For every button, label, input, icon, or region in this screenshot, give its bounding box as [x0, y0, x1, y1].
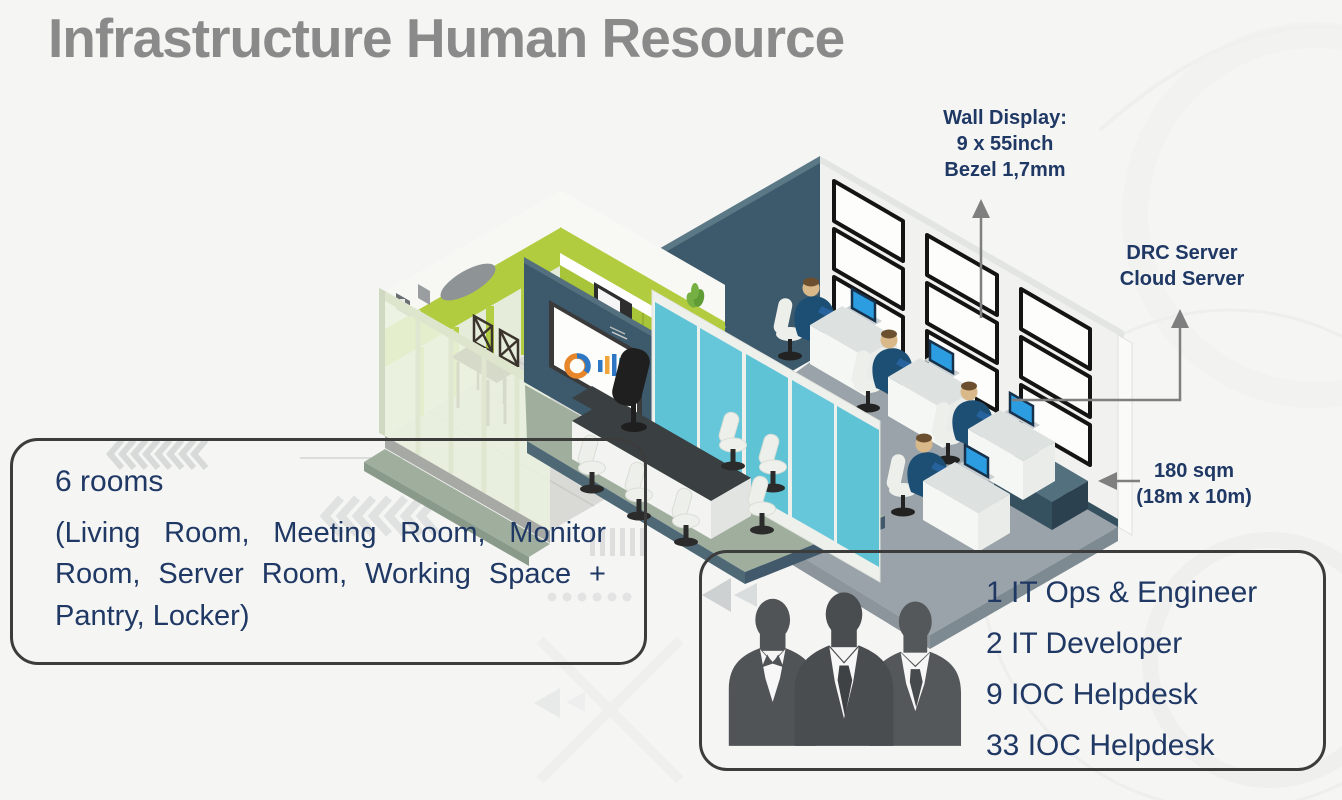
wall-display-callout: Wall Display: 9 x 55inch Bezel 1,7mm	[905, 105, 1105, 183]
wall-display-arrow	[972, 199, 990, 318]
wall-display-line: Bezel 1,7mm	[944, 159, 1066, 181]
area-line: (18m x 10m)	[1136, 486, 1252, 508]
area-line: 180 sqm	[1153, 460, 1235, 482]
area-arrow	[1098, 472, 1140, 490]
monitoring-room	[598, 156, 1133, 649]
page-title: Infrastructure Human Resource	[48, 7, 845, 69]
drc-server-arrow	[1012, 309, 1189, 402]
callout-arrows	[972, 199, 1189, 490]
rooms-detail: (Living Room, Meeting Room, Monitor Room…	[55, 517, 606, 632]
wall-display-line: Wall Display:	[943, 107, 1067, 129]
drc-server-callout: DRC Server Cloud Server	[1092, 240, 1272, 292]
staff-item: 2 IT Developer	[986, 627, 1183, 660]
staff-item: 9 IOC Helpdesk	[986, 678, 1198, 711]
meeting-room	[364, 257, 885, 584]
staff-summary-box: 1 IT Ops & Engineer 2 IT Developer 9 IOC…	[699, 550, 1326, 771]
staff-item: 1 IT Ops & Engineer	[986, 576, 1258, 609]
staff-list: 1 IT Ops & Engineer 2 IT Developer 9 IOC…	[986, 567, 1257, 771]
area-callout: 180 sqm (18m x 10m)	[1105, 458, 1283, 510]
executive-chair	[612, 347, 650, 432]
staff-item: 33 IOC Helpdesk	[986, 729, 1215, 762]
drc-server-line: DRC Server	[1126, 242, 1238, 264]
drc-server-line: Cloud Server	[1119, 268, 1245, 290]
team-silhouettes-icon	[728, 592, 962, 746]
pantry-glass-wall	[379, 288, 550, 543]
wall-display-line: 9 x 55inch	[956, 133, 1054, 155]
rooms-summary-box: 6 rooms (Living Room, Meeting Room, Moni…	[10, 438, 647, 665]
rooms-heading: 6 rooms	[55, 465, 164, 498]
pantry-table-top	[440, 263, 496, 301]
